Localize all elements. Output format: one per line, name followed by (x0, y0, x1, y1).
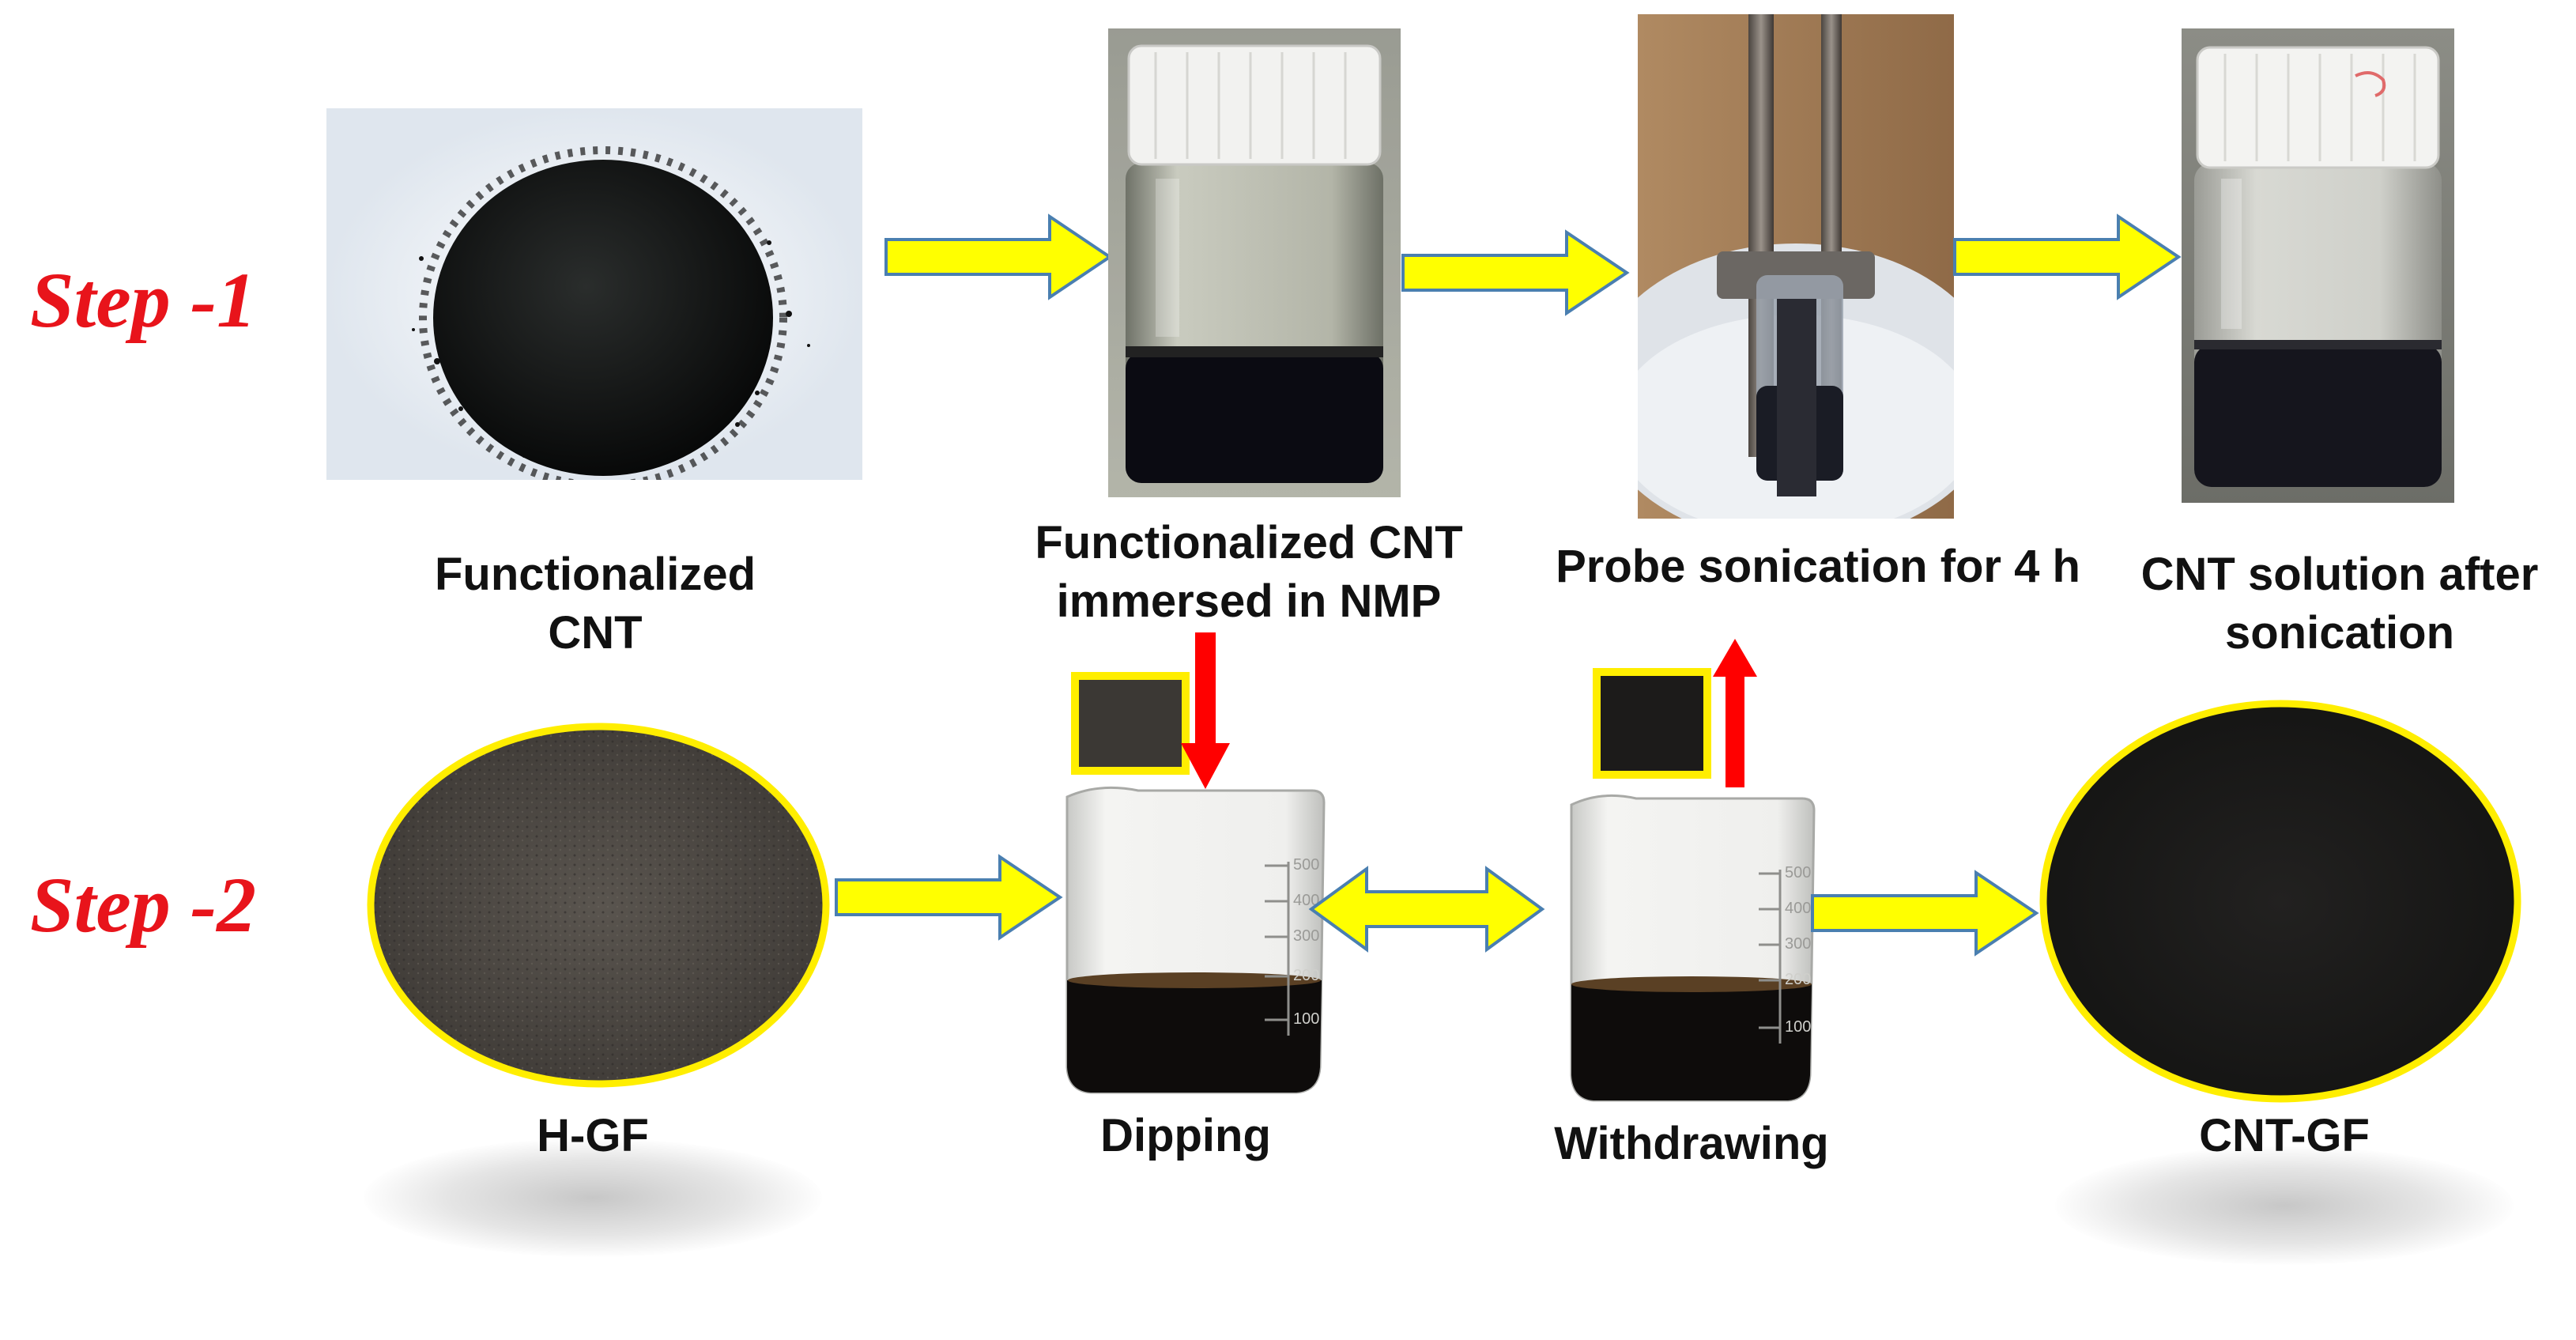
label-dipping: Dipping (1100, 1110, 1271, 1161)
step-1-title: Step -1 (30, 256, 257, 344)
label-cnt-in-nmp: Functionalized CNT immersed in NMP (1020, 514, 1478, 630)
label-cntgf: CNT-GF (2199, 1110, 2370, 1161)
label-line: Functionalized CNT (1035, 517, 1463, 568)
up-arrow-icon (1713, 639, 1757, 787)
cnt-powder-photo (326, 108, 862, 480)
beaker-mark: 500 (1785, 864, 1811, 881)
flow-arrow-3 (1952, 213, 2182, 300)
cntgf-felt-image (2035, 696, 2525, 1107)
right-arrow-icon (884, 213, 1113, 300)
beaker-mark: 100 (1293, 1010, 1319, 1028)
beaker-mark: 400 (1293, 892, 1319, 909)
right-arrow-icon (1401, 229, 1630, 316)
right-arrow-icon (1811, 870, 2039, 957)
dipping-beaker: 500 400 300 200 100 (1051, 783, 1336, 1099)
label-withdrawing: Withdrawing (1554, 1118, 1829, 1169)
flow-arrow-5 (1810, 870, 2039, 957)
dip-arrow (1178, 632, 1233, 791)
right-arrow-icon (1953, 213, 2182, 300)
flow-arrow-2 (1401, 229, 1630, 316)
withdrawing-beaker: 500 400 300 200 100 (1557, 791, 1826, 1107)
label-hgf: H-GF (537, 1110, 649, 1161)
flow-arrow-4 (834, 854, 1063, 941)
label-functionalized-cnt: Functionalized CNT (419, 545, 771, 662)
hgf-felt-image (364, 719, 834, 1091)
right-arrow-icon (835, 854, 1063, 941)
double-arrow-icon (1308, 866, 1545, 953)
dipping-felt-swatch (1071, 672, 1190, 775)
probe-sonication-photo (1638, 14, 1954, 519)
beaker-mark: 300 (1785, 935, 1811, 953)
label-cnt-solution: CNT solution after sonication (2118, 545, 2561, 662)
label-line: CNT solution after (2140, 549, 2539, 600)
withdraw-arrow (1711, 639, 1759, 789)
beaker-mark: 400 (1785, 900, 1811, 917)
beaker-mark: 300 (1293, 927, 1319, 945)
label-line: Functionalized (435, 549, 756, 600)
cntgf-shadow (2055, 1146, 2514, 1265)
label-probe-sonication: Probe sonication for 4 h (1556, 541, 2080, 592)
flow-arrow-1 (884, 213, 1113, 300)
dip-withdraw-double-arrow (1308, 866, 1545, 953)
down-arrow-icon (1181, 632, 1230, 789)
cnt-solution-jar-photo (2182, 28, 2454, 503)
beaker-mark: 100 (1785, 1018, 1811, 1036)
label-line: immersed in NMP (1056, 575, 1442, 627)
beaker-mark: 200 (1785, 971, 1811, 988)
step-2-title: Step -2 (30, 861, 257, 949)
hgf-shadow (364, 1138, 822, 1257)
cnt-in-nmp-jar-photo (1108, 28, 1401, 497)
beaker-mark: 200 (1293, 967, 1319, 984)
withdrawn-felt-swatch (1593, 668, 1711, 779)
label-line: sonication (2224, 606, 2455, 659)
beaker-mark: 500 (1293, 856, 1319, 874)
label-line: CNT (548, 606, 643, 659)
